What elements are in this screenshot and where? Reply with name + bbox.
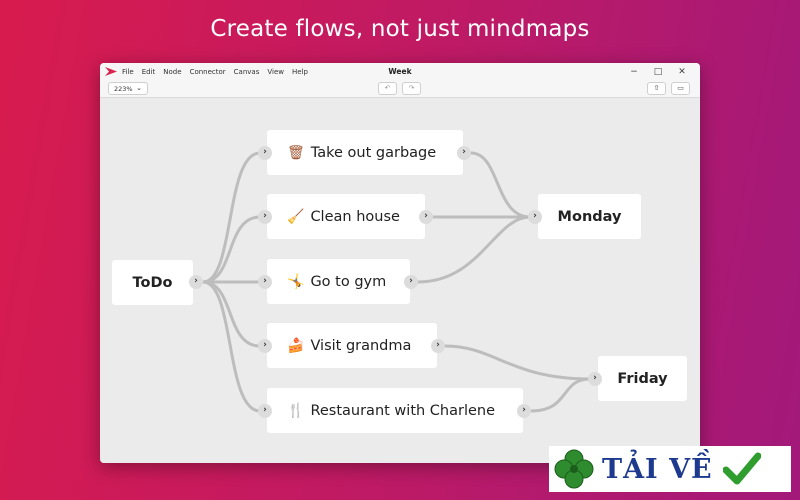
node-friday-label: Friday — [617, 370, 668, 387]
menu-edit[interactable]: Edit — [141, 68, 156, 76]
title-bar: File Edit Node Connector Canvas View Hel… — [100, 63, 700, 81]
node-visit-grandma[interactable]: 🍰 Visit grandma — [267, 323, 437, 368]
node-label: Visit grandma — [310, 337, 412, 354]
app-window: File Edit Node Connector Canvas View Hel… — [100, 63, 700, 463]
friday-in-handle[interactable]: › — [588, 372, 602, 386]
connector-todo-grandma — [201, 280, 262, 348]
toolbar: 223% ⌄ ↶ ↷ ⇧ ▭ — [100, 81, 700, 98]
menu-bar: File Edit Node Connector Canvas View Hel… — [122, 68, 316, 76]
node-friday[interactable]: Friday — [598, 356, 687, 401]
watermark-badge: TẢI VỀ — [549, 446, 791, 492]
garbage-out-handle[interactable]: › — [457, 146, 471, 160]
clover-icon — [554, 449, 594, 489]
todo-expand-handle[interactable]: › — [189, 275, 203, 289]
minimize-button[interactable]: − — [630, 67, 638, 77]
node-take-out-garbage[interactable]: 🗑 Take out garbage — [267, 130, 463, 175]
node-label: Take out garbage — [310, 144, 437, 161]
checkmark-icon — [722, 452, 761, 485]
node-label: Clean house — [310, 208, 400, 225]
redo-button[interactable]: ↷ — [402, 82, 421, 95]
connector-restaurant-friday — [529, 377, 592, 413]
clean-in-handle[interactable]: › — [258, 210, 272, 224]
menu-help[interactable]: Help — [292, 68, 308, 76]
node-go-to-gym[interactable]: 🤸 Go to gym — [267, 259, 410, 304]
menu-canvas[interactable]: Canvas — [233, 68, 260, 76]
node-restaurant-with-charlene[interactable]: 🍴 Restaurant with Charlene — [267, 388, 523, 433]
node-label: Go to gym — [310, 273, 387, 290]
connector-gym-monday — [416, 215, 532, 284]
connector-todo-garbage — [201, 151, 262, 284]
zoom-value: 223% — [114, 84, 133, 93]
undo-button[interactable]: ↶ — [378, 82, 397, 95]
canvas[interactable]: ToDo › 🗑 Take out garbage › › 🧹 Clean ho… — [100, 98, 700, 463]
maximize-button[interactable]: □ — [653, 67, 663, 77]
window-title: Week — [388, 67, 412, 76]
menu-connector[interactable]: Connector — [189, 68, 226, 76]
connector-grandma-friday — [443, 344, 592, 381]
grandma-out-handle[interactable]: › — [431, 339, 445, 353]
weightlifter-icon: 🤸 — [287, 273, 305, 290]
gym-out-handle[interactable]: › — [404, 275, 418, 289]
restaurant-in-handle[interactable]: › — [258, 404, 272, 418]
close-button[interactable]: ✕ — [678, 67, 686, 77]
node-monday-label: Monday — [557, 208, 622, 225]
window-controls: − □ ✕ — [622, 65, 694, 79]
broom-icon: 🧹 — [287, 208, 305, 225]
menu-file[interactable]: File — [122, 68, 134, 76]
connectors — [201, 151, 592, 413]
gym-in-handle[interactable]: › — [258, 275, 272, 289]
menu-node[interactable]: Node — [163, 68, 182, 76]
monday-in-handle[interactable]: › — [528, 210, 542, 224]
connector-todo-clean — [201, 215, 262, 284]
node-label: Restaurant with Charlene — [310, 402, 496, 419]
chevron-down-icon: ⌄ — [136, 84, 142, 92]
panel-toggle-button[interactable]: ▭ — [671, 82, 690, 95]
garbage-in-handle[interactable]: › — [258, 146, 272, 160]
node-todo[interactable]: ToDo — [112, 260, 193, 305]
restaurant-out-handle[interactable]: › — [517, 404, 531, 418]
menu-view[interactable]: View — [267, 68, 284, 76]
grandma-in-handle[interactable]: › — [258, 339, 272, 353]
node-todo-label: ToDo — [132, 274, 173, 291]
trash-icon: 🗑 — [287, 144, 305, 161]
cake-icon: 🍰 — [287, 337, 305, 354]
share-button[interactable]: ⇧ — [647, 82, 666, 95]
zoom-select[interactable]: 223% ⌄ — [108, 82, 148, 95]
app-logo-icon — [105, 67, 117, 76]
node-clean-house[interactable]: 🧹 Clean house — [267, 194, 425, 239]
headline: Create flows, not just mindmaps — [210, 16, 590, 42]
connector-todo-restaurant — [201, 280, 262, 413]
clean-out-handle[interactable]: › — [419, 210, 433, 224]
connector-garbage-monday — [469, 151, 532, 219]
node-monday[interactable]: Monday — [538, 194, 641, 239]
watermark-text: TẢI VỀ — [602, 453, 713, 485]
fork-knife-icon: 🍴 — [287, 402, 305, 419]
